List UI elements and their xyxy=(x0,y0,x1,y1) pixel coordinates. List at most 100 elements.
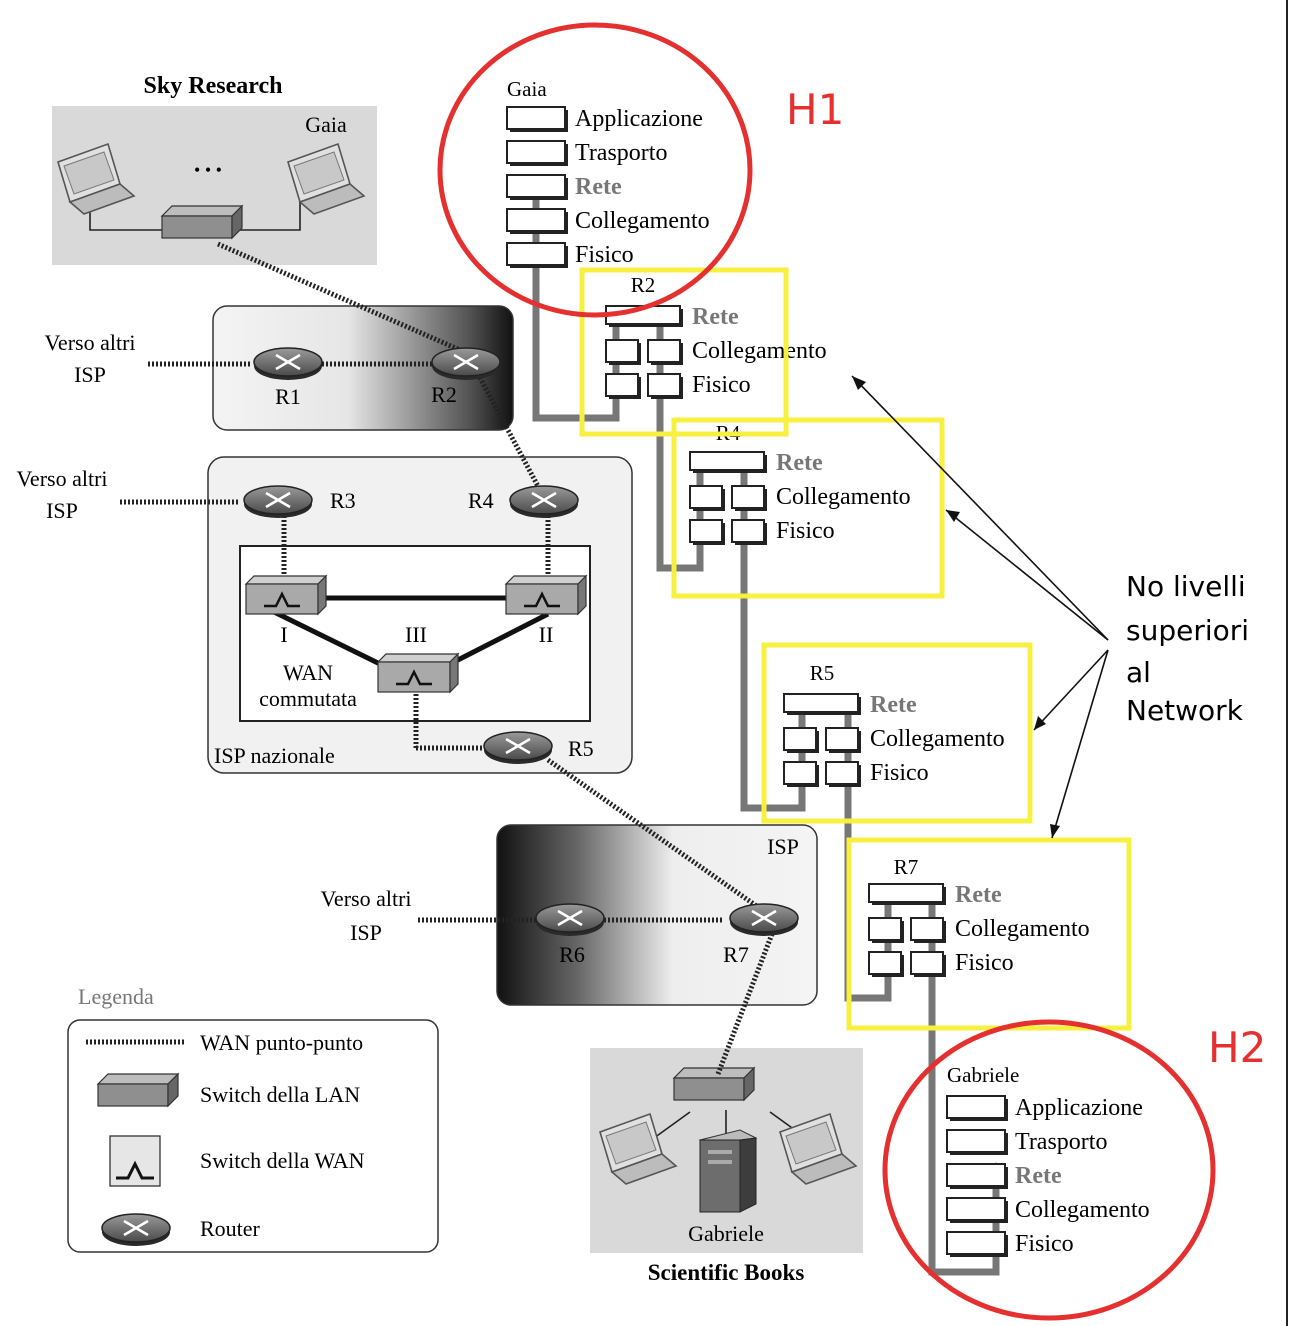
router-r1-label: R1 xyxy=(275,384,301,409)
wan-switch-iii-label: III xyxy=(405,622,427,647)
lan-scientific-books: Gabriele Scientific Books xyxy=(590,1048,863,1285)
lan-sky-research-host-label: Gaia xyxy=(305,112,347,137)
network-labels: R1 R2 Verso altri ISP R3 R4 R5 Verso alt… xyxy=(16,330,748,967)
lan-sky-research: Sky Research Gaia • • • xyxy=(52,73,377,265)
host-circle-h2 xyxy=(882,1019,1216,1321)
router-r7-label: R7 xyxy=(723,942,749,967)
wan-point-to-point-links xyxy=(120,241,775,1075)
layer-label: Rete xyxy=(776,450,823,476)
lan-switch-icon xyxy=(673,1067,755,1101)
no-upper-layers-note: No livelli superiori al Network xyxy=(851,375,1249,839)
stack-gabriele-title: Gabriele xyxy=(947,1063,1019,1087)
layer-label: Rete xyxy=(1015,1163,1062,1189)
highlight-r2 xyxy=(579,267,789,437)
router-r6-icon xyxy=(534,902,606,938)
layer-label: Collegamento xyxy=(955,916,1090,942)
layer-label: Fisico xyxy=(575,242,634,268)
router-r5-icon xyxy=(482,730,554,766)
highlight-r7 xyxy=(846,837,1132,1031)
lan-scientific-books-host-label: Gabriele xyxy=(688,1221,764,1246)
host-circle-h1 xyxy=(437,22,753,318)
router-r3-label: R3 xyxy=(330,488,356,513)
isp-local: ISP xyxy=(496,824,818,1006)
ext-isp-label-2a: Verso altri xyxy=(16,466,107,491)
ext-isp-label-1b: ISP xyxy=(74,362,106,387)
wan-commutata-label-2: commutata xyxy=(259,686,357,711)
stack-gaia-title: Gaia xyxy=(507,77,547,101)
highlight-r4 xyxy=(671,417,945,599)
ext-isp-label-3a: Verso altri xyxy=(320,886,411,911)
layer-label: Collegamento xyxy=(870,726,1005,752)
highlight-r5 xyxy=(761,642,1033,824)
ext-isp-label-2b: ISP xyxy=(46,498,78,523)
router-r1-icon xyxy=(252,346,324,382)
layer-label: Fisico xyxy=(776,518,835,544)
wan-switch-iii-icon xyxy=(376,652,460,694)
isp-national-label: ISP nazionale xyxy=(214,743,335,768)
wan-switch-ii-label: II xyxy=(539,622,554,647)
router-r3-icon xyxy=(242,484,314,520)
layer-label: Collegamento xyxy=(575,208,710,234)
legend-router-icon xyxy=(100,1212,172,1248)
isp-local-label: ISP xyxy=(767,834,799,859)
layer-label: Rete xyxy=(692,304,739,330)
note-line-1: No livelli xyxy=(1126,570,1246,603)
layer-label: Trasporto xyxy=(575,140,667,166)
layer-label: Fisico xyxy=(1015,1231,1074,1257)
h2-label: H2 xyxy=(1208,1023,1266,1072)
isp-national: ISP nazionale xyxy=(207,456,633,774)
legend-wan-switch-icon xyxy=(109,1135,161,1187)
lan-ellipsis: • • • xyxy=(194,160,222,180)
layer-label: Fisico xyxy=(955,950,1014,976)
layer-label: Collegamento xyxy=(692,338,827,364)
wan-switch-i-label: I xyxy=(280,622,287,647)
ext-isp-label-3b: ISP xyxy=(350,920,382,945)
legend: Legenda WAN punto-punto Switch della LAN… xyxy=(67,984,439,1253)
router-r4-label: R4 xyxy=(468,488,494,513)
lan-sky-research-title: Sky Research xyxy=(144,73,283,99)
router-highlights xyxy=(579,267,1132,1031)
stack-r7-title: R7 xyxy=(894,855,919,879)
ext-isp-label-1a: Verso altri xyxy=(44,330,135,355)
router-r5-label: R5 xyxy=(568,736,594,761)
legend-item-wan-switch: Switch della WAN xyxy=(200,1148,365,1173)
layer-label: Fisico xyxy=(870,760,929,786)
legend-title: Legenda xyxy=(78,984,154,1009)
h1-label: H1 xyxy=(786,85,844,134)
layer-label: Fisico xyxy=(692,372,751,398)
note-line-4: Network xyxy=(1126,694,1244,727)
router-r2-icon xyxy=(430,346,502,382)
layer-label: Applicazione xyxy=(1015,1095,1143,1121)
host-stack-gaia: GaiaApplicazioneTrasportoReteCollegament… xyxy=(506,77,710,268)
host-stack-gabriele: GabrieleApplicazioneTrasportoReteCollega… xyxy=(946,1063,1150,1257)
note-line-3: al xyxy=(1126,656,1151,689)
router-r4-icon xyxy=(508,484,580,520)
legend-lan-switch-icon xyxy=(97,1073,179,1107)
wan-commutata-label-1: WAN xyxy=(283,660,333,685)
legend-item-lan-switch: Switch della LAN xyxy=(200,1082,360,1107)
layer-label: Applicazione xyxy=(575,106,703,132)
layer-label: Collegamento xyxy=(1015,1197,1150,1223)
layer-label: Rete xyxy=(575,174,622,200)
router-r7-icon xyxy=(728,902,800,938)
layer-label: Rete xyxy=(955,882,1002,908)
layer-label: Collegamento xyxy=(776,484,911,510)
note-line-2: superiori xyxy=(1126,614,1249,647)
router-r2-label: R2 xyxy=(431,382,457,407)
layer-label: Rete xyxy=(870,692,917,718)
legend-item-router: Router xyxy=(200,1216,261,1241)
stack-r2-title: R2 xyxy=(631,273,656,297)
lan-switch-icon xyxy=(161,205,243,239)
legend-item-wan: WAN punto-punto xyxy=(200,1030,363,1055)
wan-switch-ii-icon xyxy=(504,574,588,616)
wan-switch-i-icon xyxy=(244,574,328,616)
switched-wan-links xyxy=(268,595,550,667)
router-r6-label: R6 xyxy=(559,942,585,967)
stack-r5-title: R5 xyxy=(810,661,835,685)
layer-label: Trasporto xyxy=(1015,1129,1107,1155)
